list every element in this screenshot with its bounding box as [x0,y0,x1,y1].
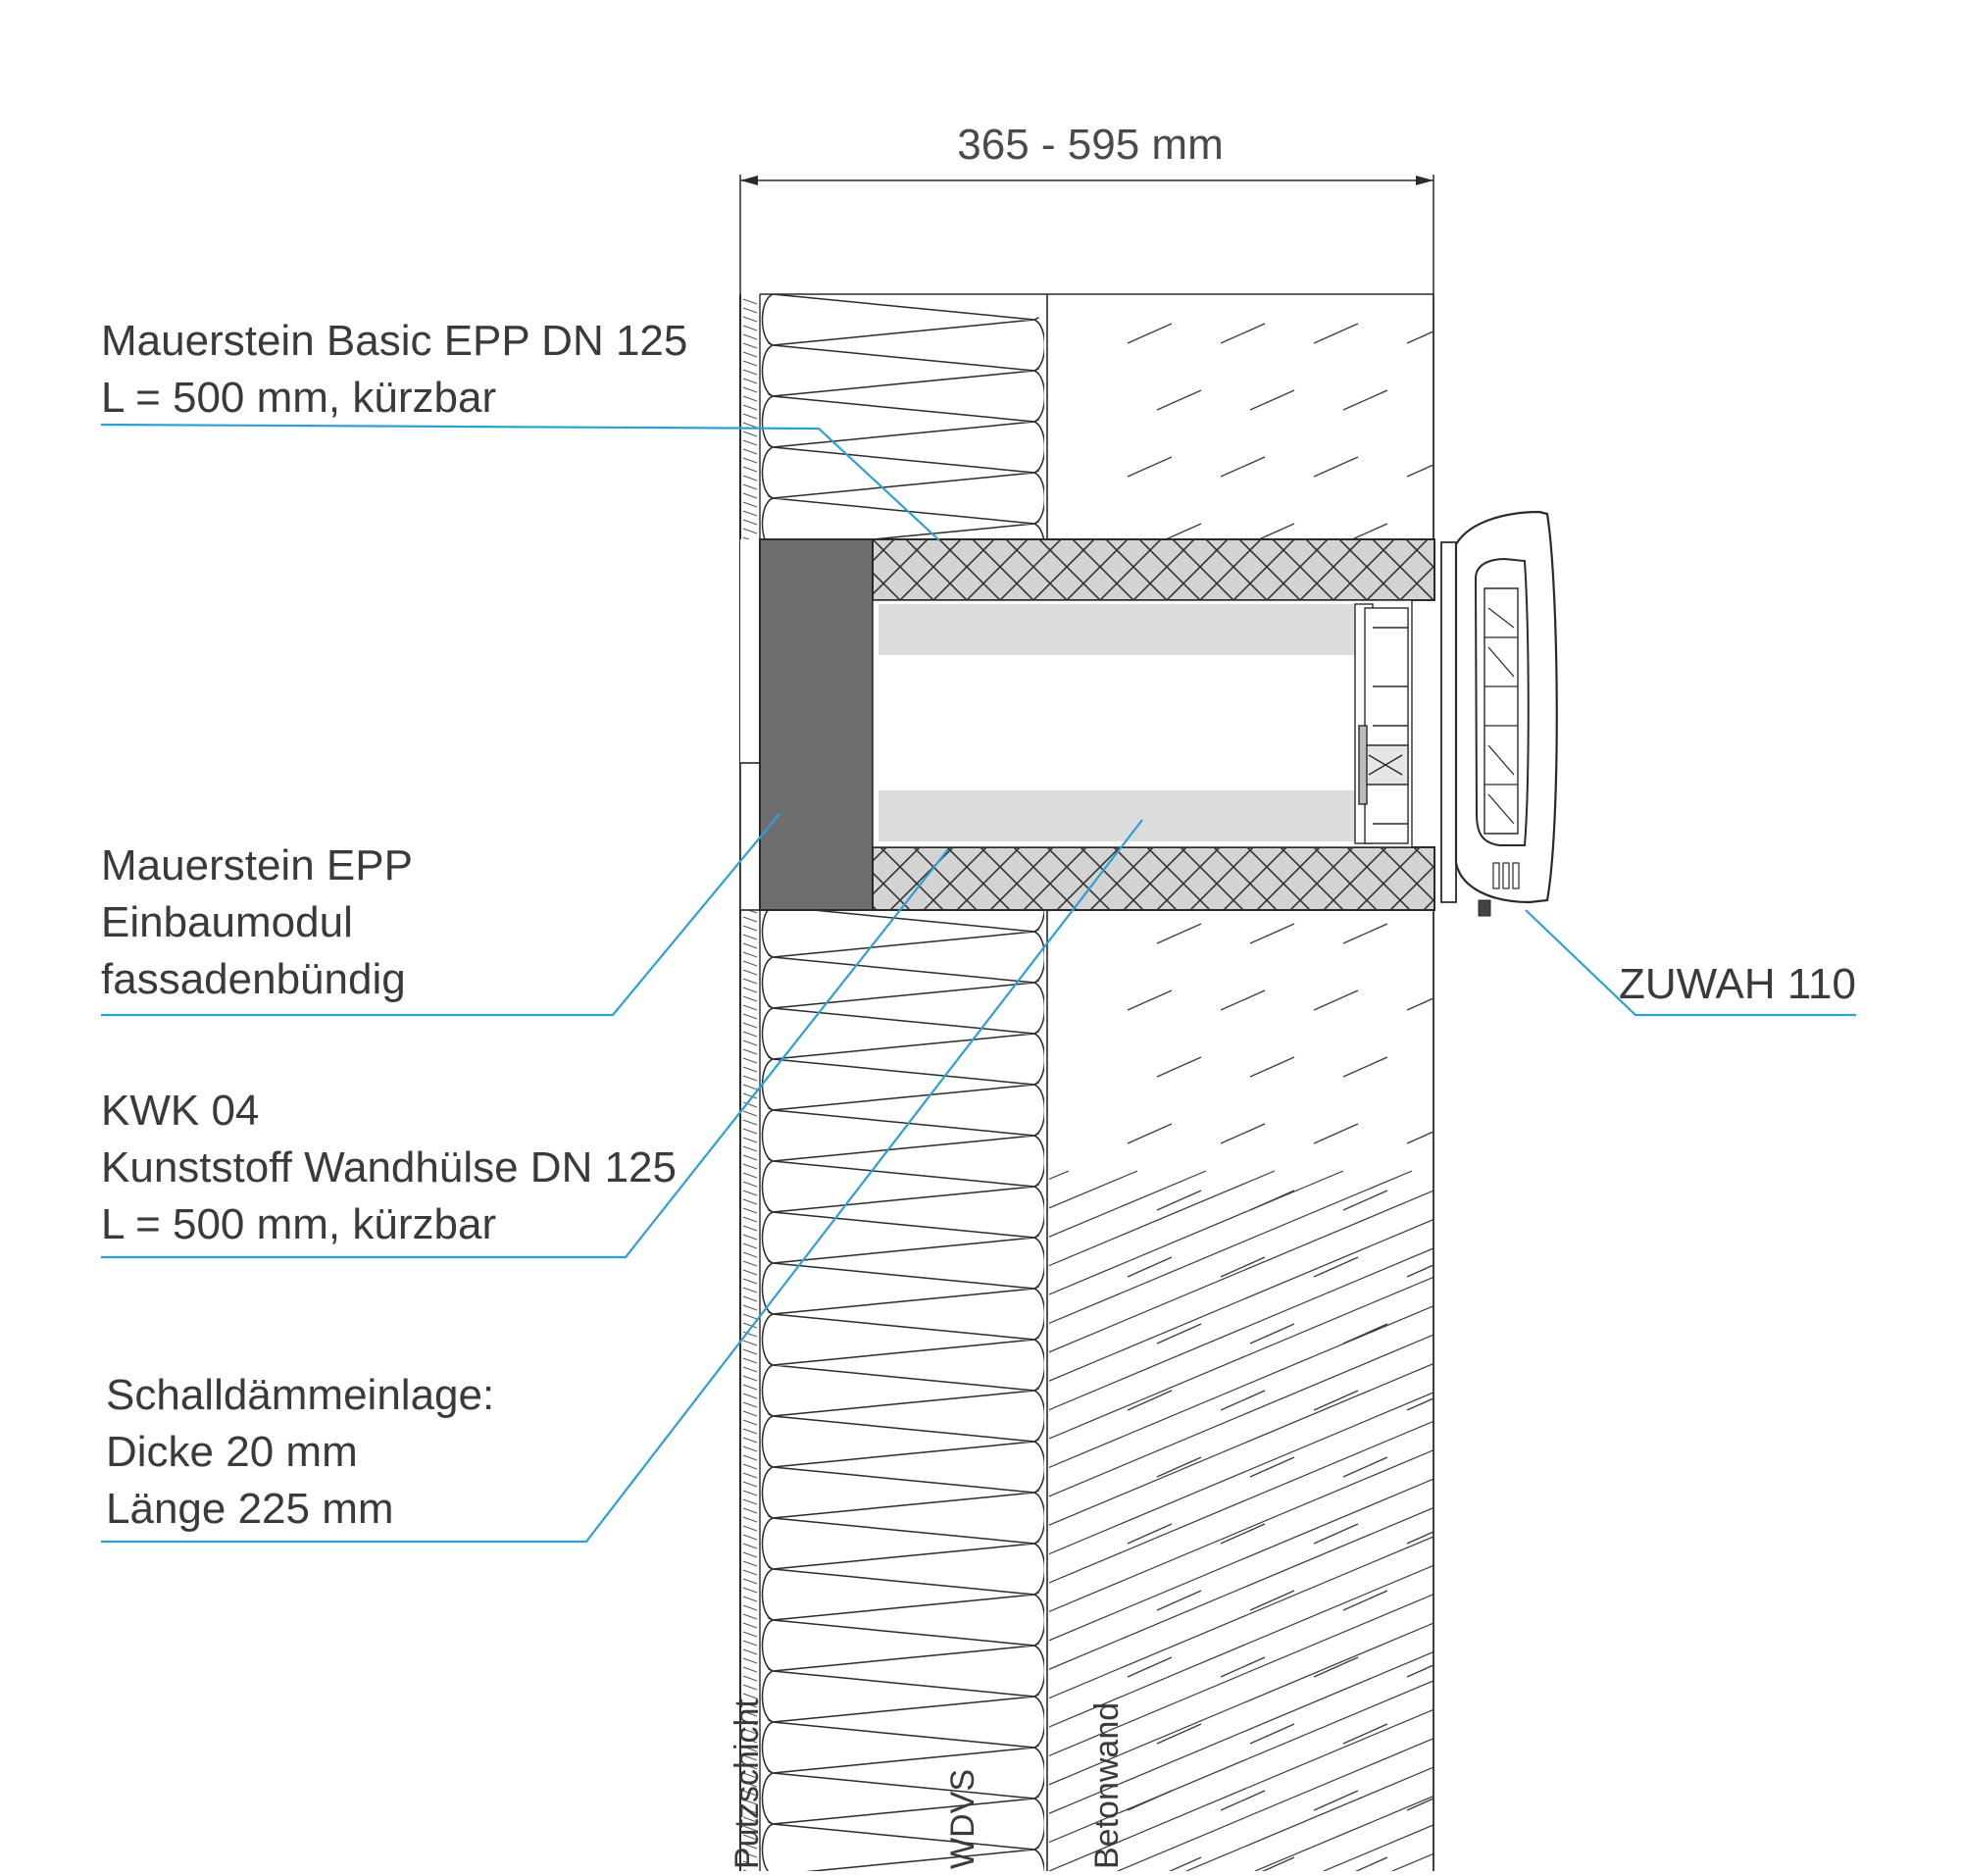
label-putzschicht: Putzschicht [729,1699,766,1869]
beton-layer [1047,293,1434,1871]
putz-layer [739,294,761,1871]
facade-plate [739,762,761,911]
label-wdvs: WDVS [944,1769,981,1869]
callout-text: Einbaumodul [101,898,353,946]
dimension-label: 365 - 595 mm [957,121,1223,169]
dimension-group: 365 - 595 mm [739,121,1434,294]
callout-text: Mauerstein EPP [101,841,413,889]
zuwah-cover [1440,510,1558,917]
callout-text: Kunststoff Wandhülse DN 125 [101,1143,677,1192]
callout-text: Länge 225 mm [106,1485,394,1533]
leader-mauerstein-epp [101,813,780,1017]
sound-liner-bottom [879,790,1355,841]
callout-mauerstein-basic: Mauerstein Basic EPP DN 125 L = 500 mm, … [101,317,687,422]
callout-text: fassadenbündig [101,955,406,1003]
callout-text: L = 500 mm, kürzbar [101,374,496,422]
mauerstein-basic-lower [872,846,1435,911]
callout-text: Dicke 20 mm [106,1428,358,1476]
wdvs-layer [760,293,1048,1871]
callout-zuwah: ZUWAH 110 [1619,960,1856,1008]
leader-schall [101,819,1143,1544]
callout-text: L = 500 mm, kürzbar [101,1200,496,1248]
label-betonwand: Betonwand [1088,1702,1126,1869]
sound-liner-top [879,604,1355,655]
callout-mauerstein-epp: Mauerstein EPP Einbaumodul fassadenbündi… [101,841,413,1003]
callout-schall: Schalldämmeinlage: Dicke 20 mm Länge 225… [106,1371,494,1533]
callout-text: KWK 04 [101,1087,259,1135]
fan-unit [1354,603,1409,844]
leader-kwk [101,848,949,1259]
callout-text: Mauerstein Basic EPP DN 125 [101,317,687,365]
leader-lines [100,423,1856,1544]
mauerstein-basic-upper [872,538,1435,601]
penetration-assembly [739,510,1558,917]
leader-zuwah [1525,909,1856,1017]
callout-text: Schalldämmeinlage: [106,1371,494,1419]
mauerstein-epp-module [759,538,874,911]
callout-kwk: KWK 04 Kunststoff Wandhülse DN 125 L = 5… [101,1087,677,1248]
leader-mauerstein-basic [100,423,940,541]
